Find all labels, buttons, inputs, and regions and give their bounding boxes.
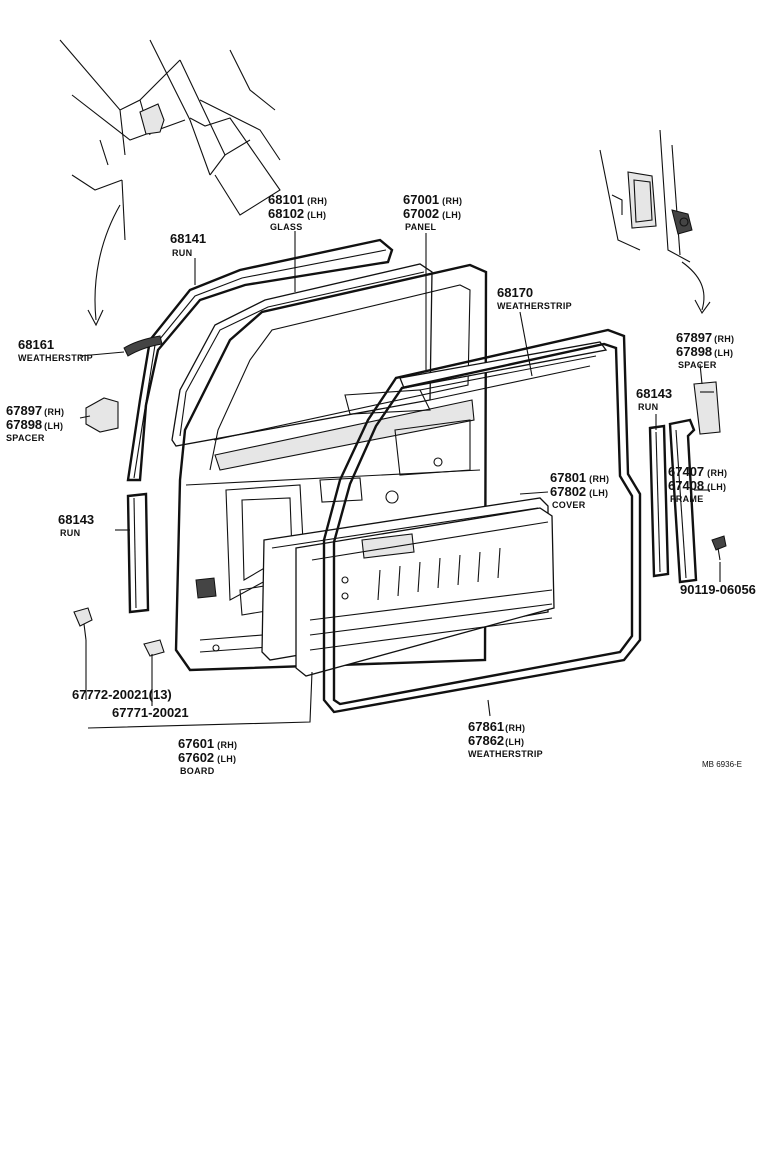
svg-text:67001(RH): 67001(RH) (403, 192, 462, 207)
label-spacer-right: 67897(RH) 67898(LH) SPACER (676, 330, 734, 370)
svg-text:67801(RH): 67801(RH) (550, 470, 609, 485)
svg-text:PANEL: PANEL (405, 222, 437, 232)
label-bolt: 90119-06056 (680, 582, 756, 597)
svg-text:68101(RH): 68101(RH) (268, 192, 327, 207)
svg-text:GLASS: GLASS (270, 222, 303, 232)
label-run-right: 68143 RUN (636, 386, 672, 412)
svg-text:68143: 68143 (58, 512, 94, 527)
vehicle-body-sketch-left (59, 39, 281, 241)
cover-67801-part (295, 507, 555, 677)
svg-text:67602(LH): 67602(LH) (178, 750, 236, 765)
run-right-68143-part (648, 424, 670, 578)
svg-text:RUN: RUN (172, 248, 192, 258)
bolt-90119-part (711, 535, 727, 561)
svg-text:68161: 68161 (18, 337, 54, 352)
weatherstrip-68161-part (123, 335, 163, 357)
svg-text:68170: 68170 (497, 285, 533, 300)
svg-text:WEATHERSTRIP: WEATHERSTRIP (468, 749, 543, 759)
spacer-left-part (85, 397, 119, 433)
vehicle-body-sketch-right (599, 129, 693, 263)
svg-text:MB 6936-E: MB 6936-E (702, 760, 742, 769)
arrow-right (681, 261, 711, 315)
svg-text:WEATHERSTRIP: WEATHERSTRIP (497, 301, 572, 311)
label-run-left: 68143 RUN (58, 512, 94, 538)
label-clip1: 67772-20021(13) (72, 687, 172, 702)
frame-67407-part (668, 418, 698, 584)
svg-text:67862(LH): 67862(LH) (468, 733, 524, 748)
svg-text:67898(LH): 67898(LH) (6, 417, 63, 432)
svg-text:68141: 68141 (170, 231, 206, 246)
svg-text:67771-20021: 67771-20021 (112, 705, 189, 720)
svg-text:90119-06056: 90119-06056 (680, 582, 756, 597)
svg-text:FRAME: FRAME (670, 494, 704, 504)
svg-text:68143: 68143 (636, 386, 672, 401)
svg-text:67898(LH): 67898(LH) (676, 344, 733, 359)
svg-text:WEATHERSTRIP: WEATHERSTRIP (18, 353, 93, 363)
label-weatherstrip-door: 67861(RH) 67862(LH) WEATHERSTRIP (468, 719, 543, 759)
svg-text:SPACER: SPACER (678, 360, 717, 370)
run-left-68143-part (126, 492, 150, 614)
label-panel: 67001(RH) 67002(LH) PANEL (403, 192, 462, 232)
svg-text:67601(RH): 67601(RH) (178, 736, 237, 751)
svg-text:RUN: RUN (60, 528, 80, 538)
arrow-left (87, 204, 121, 327)
label-clip2: 67771-20021 (112, 705, 189, 720)
label-weatherstrip-upper: 68170 WEATHERSTRIP (497, 285, 572, 311)
svg-text:68102(LH): 68102(LH) (268, 206, 326, 221)
label-weatherstrip-left: 68161 WEATHERSTRIP (18, 337, 93, 363)
run-68141-part (126, 238, 394, 482)
clip-67772-part (73, 607, 93, 641)
glass-68101-part (171, 263, 433, 447)
svg-text:67897(RH): 67897(RH) (6, 403, 64, 418)
spacer-right-part (693, 381, 721, 435)
label-frame: 67407(RH) 67408(LH) FRAME (668, 464, 727, 504)
weatherstrip-67861-part (322, 328, 642, 714)
svg-text:67408(LH): 67408(LH) (668, 478, 726, 493)
svg-text:SPACER: SPACER (6, 433, 45, 443)
label-spacer-left: 67897(RH) 67898(LH) SPACER (6, 403, 64, 443)
label-cover: 67801(RH) 67802(LH) COVER (550, 470, 609, 510)
svg-text:67002(LH): 67002(LH) (403, 206, 461, 221)
svg-text:COVER: COVER (552, 500, 586, 510)
svg-text:67861(RH): 67861(RH) (468, 719, 525, 734)
clip-67771-part (143, 639, 165, 662)
label-drawing-code: MB 6936-E (702, 760, 742, 769)
svg-text:67897(RH): 67897(RH) (676, 330, 734, 345)
leader-lines (79, 231, 721, 729)
label-board: 67601(RH) 67602(LH) BOARD (178, 736, 237, 776)
svg-text:67407(RH): 67407(RH) (668, 464, 727, 479)
svg-text:RUN: RUN (638, 402, 658, 412)
svg-text:67772-20021(13): 67772-20021(13) (72, 687, 172, 702)
svg-text:BOARD: BOARD (180, 766, 215, 776)
label-run-top: 68141 RUN (170, 231, 206, 258)
svg-text:67802(LH): 67802(LH) (550, 484, 608, 499)
label-glass: 68101(RH) 68102(LH) GLASS (268, 192, 327, 232)
